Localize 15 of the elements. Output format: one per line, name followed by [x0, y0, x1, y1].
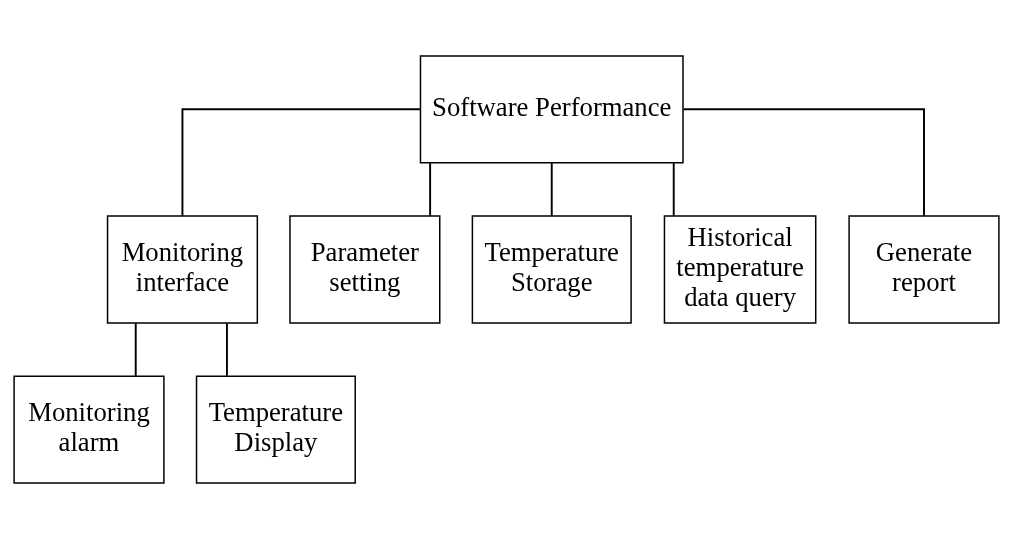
node-box: Monitoring alarm	[13, 375, 165, 484]
connector	[682, 107, 925, 217]
connector	[225, 321, 228, 377]
node-box: Parameter setting	[289, 214, 441, 324]
node-box: Generate report	[848, 214, 1000, 324]
node-box: Temperature Display	[195, 375, 356, 484]
node-box: Historical temperature data query	[663, 214, 817, 324]
node-box: Monitoring interface	[106, 214, 259, 324]
node-box: Temperature Storage	[471, 214, 632, 324]
connector	[672, 161, 675, 217]
connector	[550, 161, 553, 217]
connector	[134, 321, 137, 377]
connector	[181, 107, 421, 217]
node-box: Software Performance	[419, 54, 684, 163]
connector	[429, 161, 432, 217]
